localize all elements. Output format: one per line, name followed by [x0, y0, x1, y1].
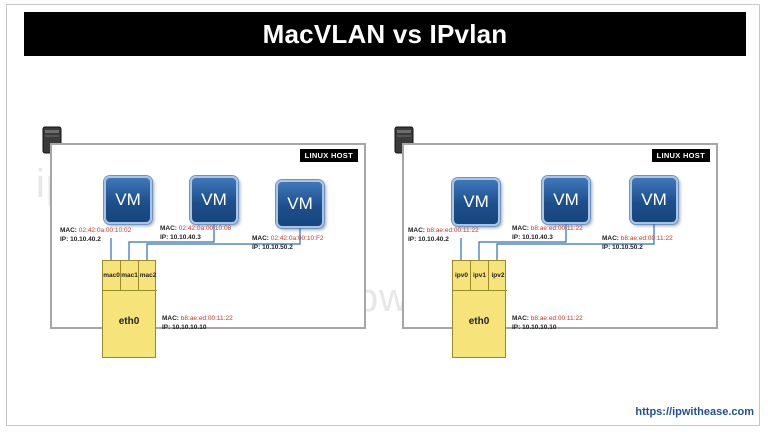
title-banner: MacVLAN vs IPvlan	[24, 12, 746, 56]
vm-node: VM	[276, 180, 324, 228]
vm-address: MAC: b8:ae:ed:00:11:22 IP: 10.10.50.2	[602, 235, 673, 251]
eth0-interface: ipv0 ipv1 ipv2 eth0	[452, 260, 507, 358]
subinterface-ipv1: ipv1	[471, 261, 489, 291]
subinterface-mac1: mac1	[121, 261, 139, 291]
vm-node: VM	[630, 176, 678, 224]
vm-label: VM	[201, 190, 227, 209]
vm-label: VM	[463, 192, 489, 211]
vm-address: MAC: b8:ae:ed:00:11:22 IP: 10.10.40.3	[512, 225, 583, 241]
footer-url[interactable]: https://ipwithease.com	[635, 406, 754, 418]
vm-node: VM	[104, 176, 152, 224]
vm-address: MAC: 02:42:0a:00:10:08 IP: 10.10.40.3	[160, 225, 232, 241]
eth-address: MAC: b8:ae:ed:00:11:22 IP: 10.10.10.10	[512, 315, 583, 331]
subinterface-ipv0: ipv0	[453, 261, 471, 291]
vm-address: MAC: 02:42:0a:00:10:F2 IP: 10.10.50.2	[252, 235, 324, 251]
eth-label: eth0	[118, 316, 140, 327]
vm-node: VM	[542, 176, 590, 224]
subinterface-mac2: mac2	[139, 261, 157, 291]
vm-node: VM	[452, 178, 500, 226]
vm-node: VM	[190, 176, 238, 224]
host-label: LINUX HOST	[299, 149, 358, 162]
vm-address: MAC: b8:ae:ed:00:11:22 IP: 10.10.40.2	[408, 227, 479, 243]
eth0-interface: mac0 mac1 mac2 eth0	[102, 260, 157, 358]
host-label: LINUX HOST	[651, 149, 710, 162]
page-title: MacVLAN vs IPvlan	[262, 18, 508, 49]
outer-frame	[6, 4, 760, 426]
subinterface-ipv2: ipv2	[489, 261, 507, 291]
vm-address: MAC: 02:42:0a:00:10:02 IP: 10.10.40.2	[60, 227, 132, 243]
vm-label: VM	[115, 190, 141, 209]
eth-address: MAC: b8:ae:ed:00:11:22 IP: 10.10.10.10	[162, 315, 233, 331]
subinterface-mac0: mac0	[103, 261, 121, 291]
vm-label: VM	[287, 194, 313, 213]
vm-label: VM	[641, 190, 667, 209]
eth-label: eth0	[468, 316, 490, 327]
vm-label: VM	[553, 190, 579, 209]
